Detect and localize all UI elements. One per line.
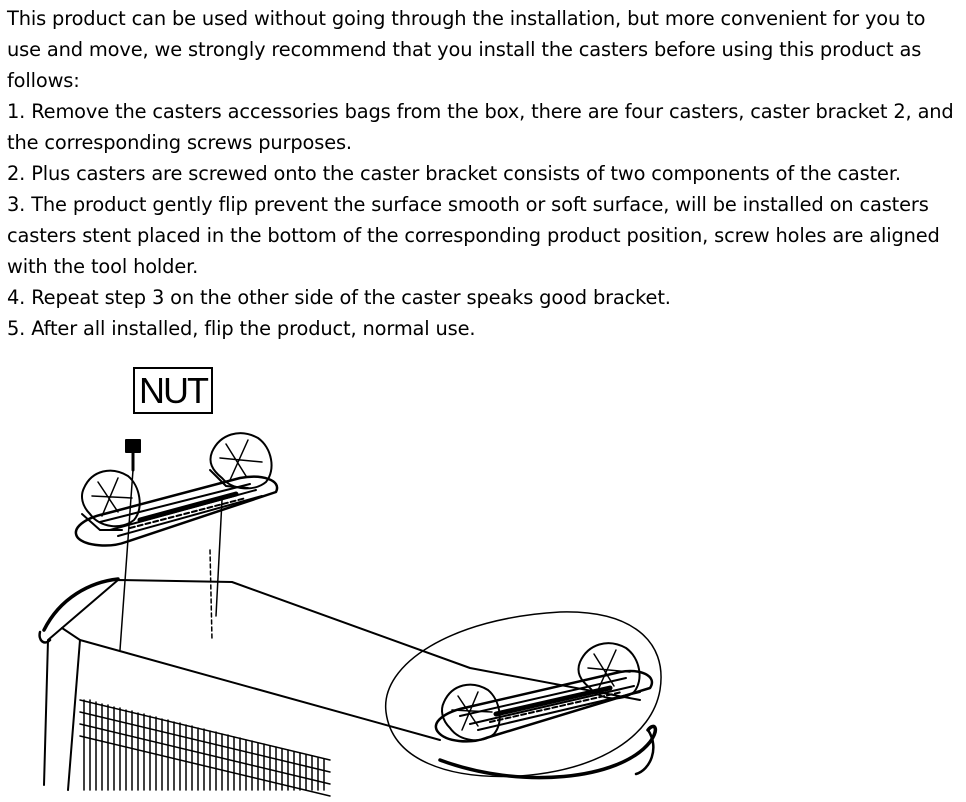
detail-ellipse [385,611,662,780]
step-1: 1. Remove the casters accessories bags f… [7,100,954,154]
grille [79,699,331,797]
upper-caster-bracket [74,432,279,547]
caster-installation-diagram [38,432,662,797]
lower-caster-bracket [434,642,654,743]
product-body [38,577,641,791]
instruction-text: This product can be used without going t… [7,3,962,344]
step-3: 3. The product gently flip prevent the s… [7,193,940,278]
step-5: 5. After all installed, flip the product… [7,317,476,340]
step-2: 2. Plus casters are screwed onto the cas… [7,162,901,185]
nut-label: NUT [133,367,213,414]
step-4: 4. Repeat step 3 on the other side of th… [7,286,671,309]
intro-paragraph: This product can be used without going t… [7,7,926,92]
alignment-lines [119,469,223,651]
